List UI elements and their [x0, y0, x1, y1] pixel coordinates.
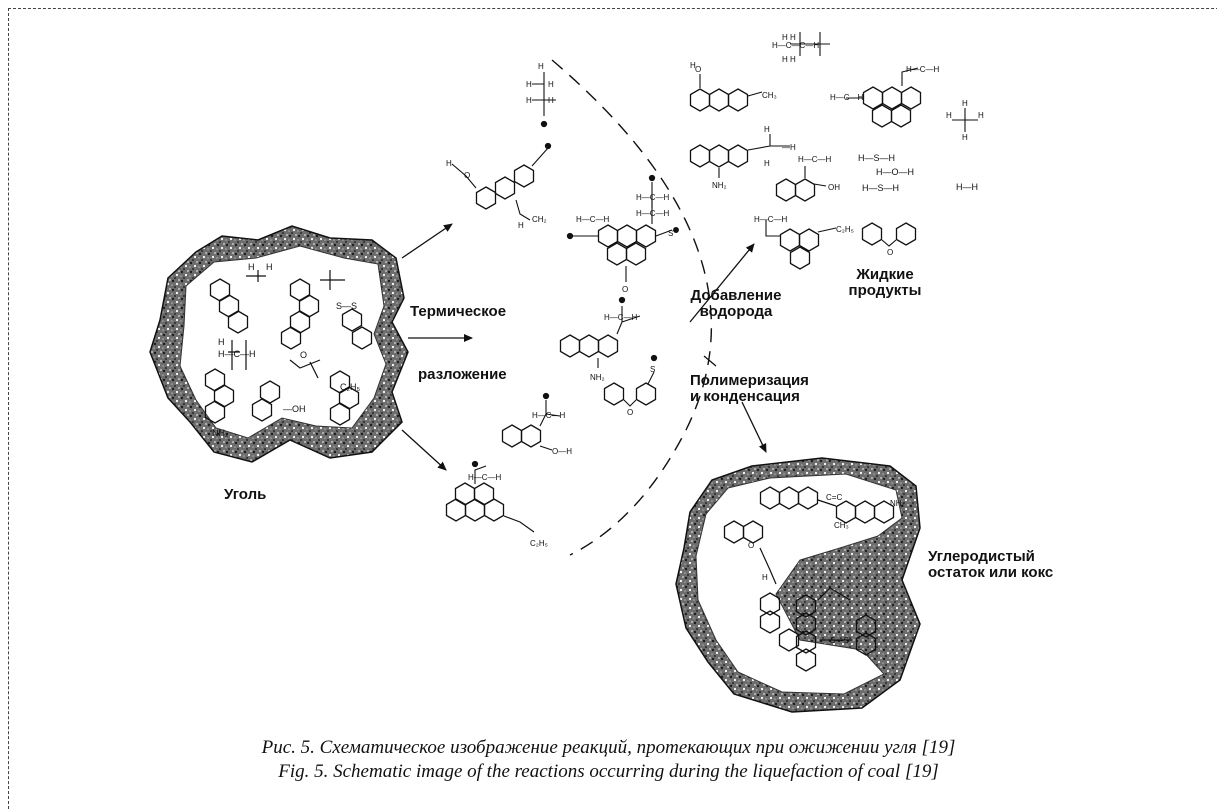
svg-text:—OH: —OH — [283, 404, 306, 414]
svg-text:CH₃: CH₃ — [762, 91, 777, 100]
svg-text:H—C—H: H—C—H — [468, 473, 502, 482]
svg-text:H: H — [762, 573, 768, 582]
svg-text:C₂H₅: C₂H₅ — [530, 539, 548, 548]
svg-text:NH₂: NH₂ — [212, 428, 229, 438]
svg-text:NH₂: NH₂ — [590, 373, 605, 382]
arrow-upper — [402, 224, 452, 258]
svg-text:H: H — [538, 62, 544, 71]
svg-text:OH: OH — [828, 183, 840, 192]
svg-text:H—C—H: H—C—H — [754, 215, 788, 224]
arrow-lower — [402, 430, 446, 470]
svg-text:H: H — [518, 221, 524, 230]
fragment-naphthol-radical — [503, 393, 561, 450]
caption-ru: Рис. 5. Схематическое изображение реакци… — [0, 736, 1217, 759]
svg-text:H—C—H: H—C—H — [532, 411, 566, 420]
svg-text:H H: H H — [782, 55, 796, 64]
svg-text:O: O — [622, 285, 628, 294]
svg-text:NH₂: NH₂ — [712, 181, 727, 190]
label-liquid-products-2: продукты — [844, 282, 926, 299]
label-polymerization-2: и конденсация — [690, 388, 800, 405]
fragment-pyrene-ethyl — [447, 461, 535, 532]
svg-text:NH₂: NH₂ — [890, 499, 905, 508]
gas-h2s-1: H—S—H — [858, 153, 895, 163]
svg-text:H: H — [548, 96, 554, 105]
svg-text:H: H — [690, 61, 696, 70]
svg-text:S—S: S—S — [336, 301, 357, 311]
svg-text:CH₃: CH₃ — [834, 521, 849, 530]
label-carbon-residue-1: Углеродистый — [928, 548, 1035, 565]
label-hydrogen-addition-2: водорода — [680, 303, 792, 320]
svg-text:C₂H₅: C₂H₅ — [340, 382, 360, 392]
svg-text:H: H — [978, 111, 984, 120]
arrow-polymerization-tail — [704, 356, 716, 366]
svg-text:H—C—H: H—C—H — [830, 93, 864, 102]
svg-text:H: H — [218, 337, 225, 347]
svg-text:H: H — [526, 80, 532, 89]
label-thermal-decomposition-1: Термическое — [410, 303, 506, 320]
label-thermal-decomposition-2: разложение — [418, 366, 507, 383]
svg-text:H—C—H: H—C—H — [906, 65, 940, 74]
svg-text:O: O — [748, 541, 754, 550]
caption-en: Fig. 5. Schematic image of the reactions… — [0, 760, 1217, 783]
svg-text:H—C—H: H—C—H — [576, 215, 610, 224]
svg-text:H: H — [946, 111, 952, 120]
svg-text:S: S — [668, 229, 673, 238]
svg-text:H: H — [962, 133, 968, 142]
fragment-phenanthrol-radical — [452, 143, 551, 220]
svg-text:—H: —H — [782, 143, 796, 152]
arrow-polymerization — [742, 402, 766, 452]
svg-text:H: H — [248, 262, 255, 272]
svg-text:H—C—H: H—C—H — [636, 209, 670, 218]
svg-text:H—C—H: H—C—H — [218, 349, 256, 359]
label-polymerization-1: Полимеризация — [690, 372, 809, 389]
label-coal: Уголь — [224, 486, 266, 503]
svg-text:O: O — [695, 65, 701, 74]
label-hydrogen-addition-1: Добавление — [680, 287, 792, 304]
label-liquid-products-1: Жидкие — [844, 266, 926, 283]
svg-text:H: H — [266, 262, 273, 272]
svg-text:O—H: O—H — [552, 447, 572, 456]
svg-text:C=C: C=C — [826, 493, 842, 502]
svg-text:H: H — [764, 159, 770, 168]
svg-text:H: H — [548, 80, 554, 89]
fragment-pyrene-radical — [567, 175, 678, 282]
svg-text:O: O — [300, 350, 307, 360]
coke-residue: NH₂ CH₃ C=C S—S H O — [676, 458, 920, 712]
gas-products: H—S—H H—O—H H—S—H H—H — [858, 153, 978, 193]
svg-text:H: H — [764, 125, 770, 134]
svg-text:H: H — [446, 159, 452, 168]
svg-text:O: O — [627, 408, 633, 417]
svg-text:C₂H₅: C₂H₅ — [836, 225, 854, 234]
gas-h2s-2: H—S—H — [862, 183, 899, 193]
svg-text:S: S — [650, 365, 655, 374]
svg-text:H—C—H: H—C—H — [636, 193, 670, 202]
svg-text:CH₂: CH₂ — [532, 215, 547, 224]
svg-text:H: H — [526, 96, 532, 105]
svg-text:O: O — [464, 171, 470, 180]
fragment-dibenzofuran-thiyl — [605, 355, 657, 406]
svg-text:H—C—H: H—C—H — [798, 155, 832, 164]
svg-text:H—C—H: H—C—H — [604, 313, 638, 322]
reaction-arrows — [402, 224, 766, 470]
fragment-anthracene-amine — [561, 297, 641, 368]
svg-text:H—C—C—H: H—C—C—H — [772, 41, 819, 50]
svg-text:S—S: S—S — [830, 636, 849, 645]
gas-h2o: H—O—H — [876, 167, 914, 177]
gas-h2: H—H — [956, 182, 978, 192]
label-carbon-residue-2: остаток или кокс — [928, 564, 1053, 581]
svg-text:H: H — [962, 99, 968, 108]
svg-text:O: O — [887, 248, 893, 257]
reaction-scheme: H—C—HHC₂H₅ —OHNH₂O S—SHH HHH HH HOHCH₂ — [0, 0, 1217, 789]
coal-lump: H—C—H H C₂H₅ —OH NH₂ O S—S H H — [150, 226, 408, 462]
